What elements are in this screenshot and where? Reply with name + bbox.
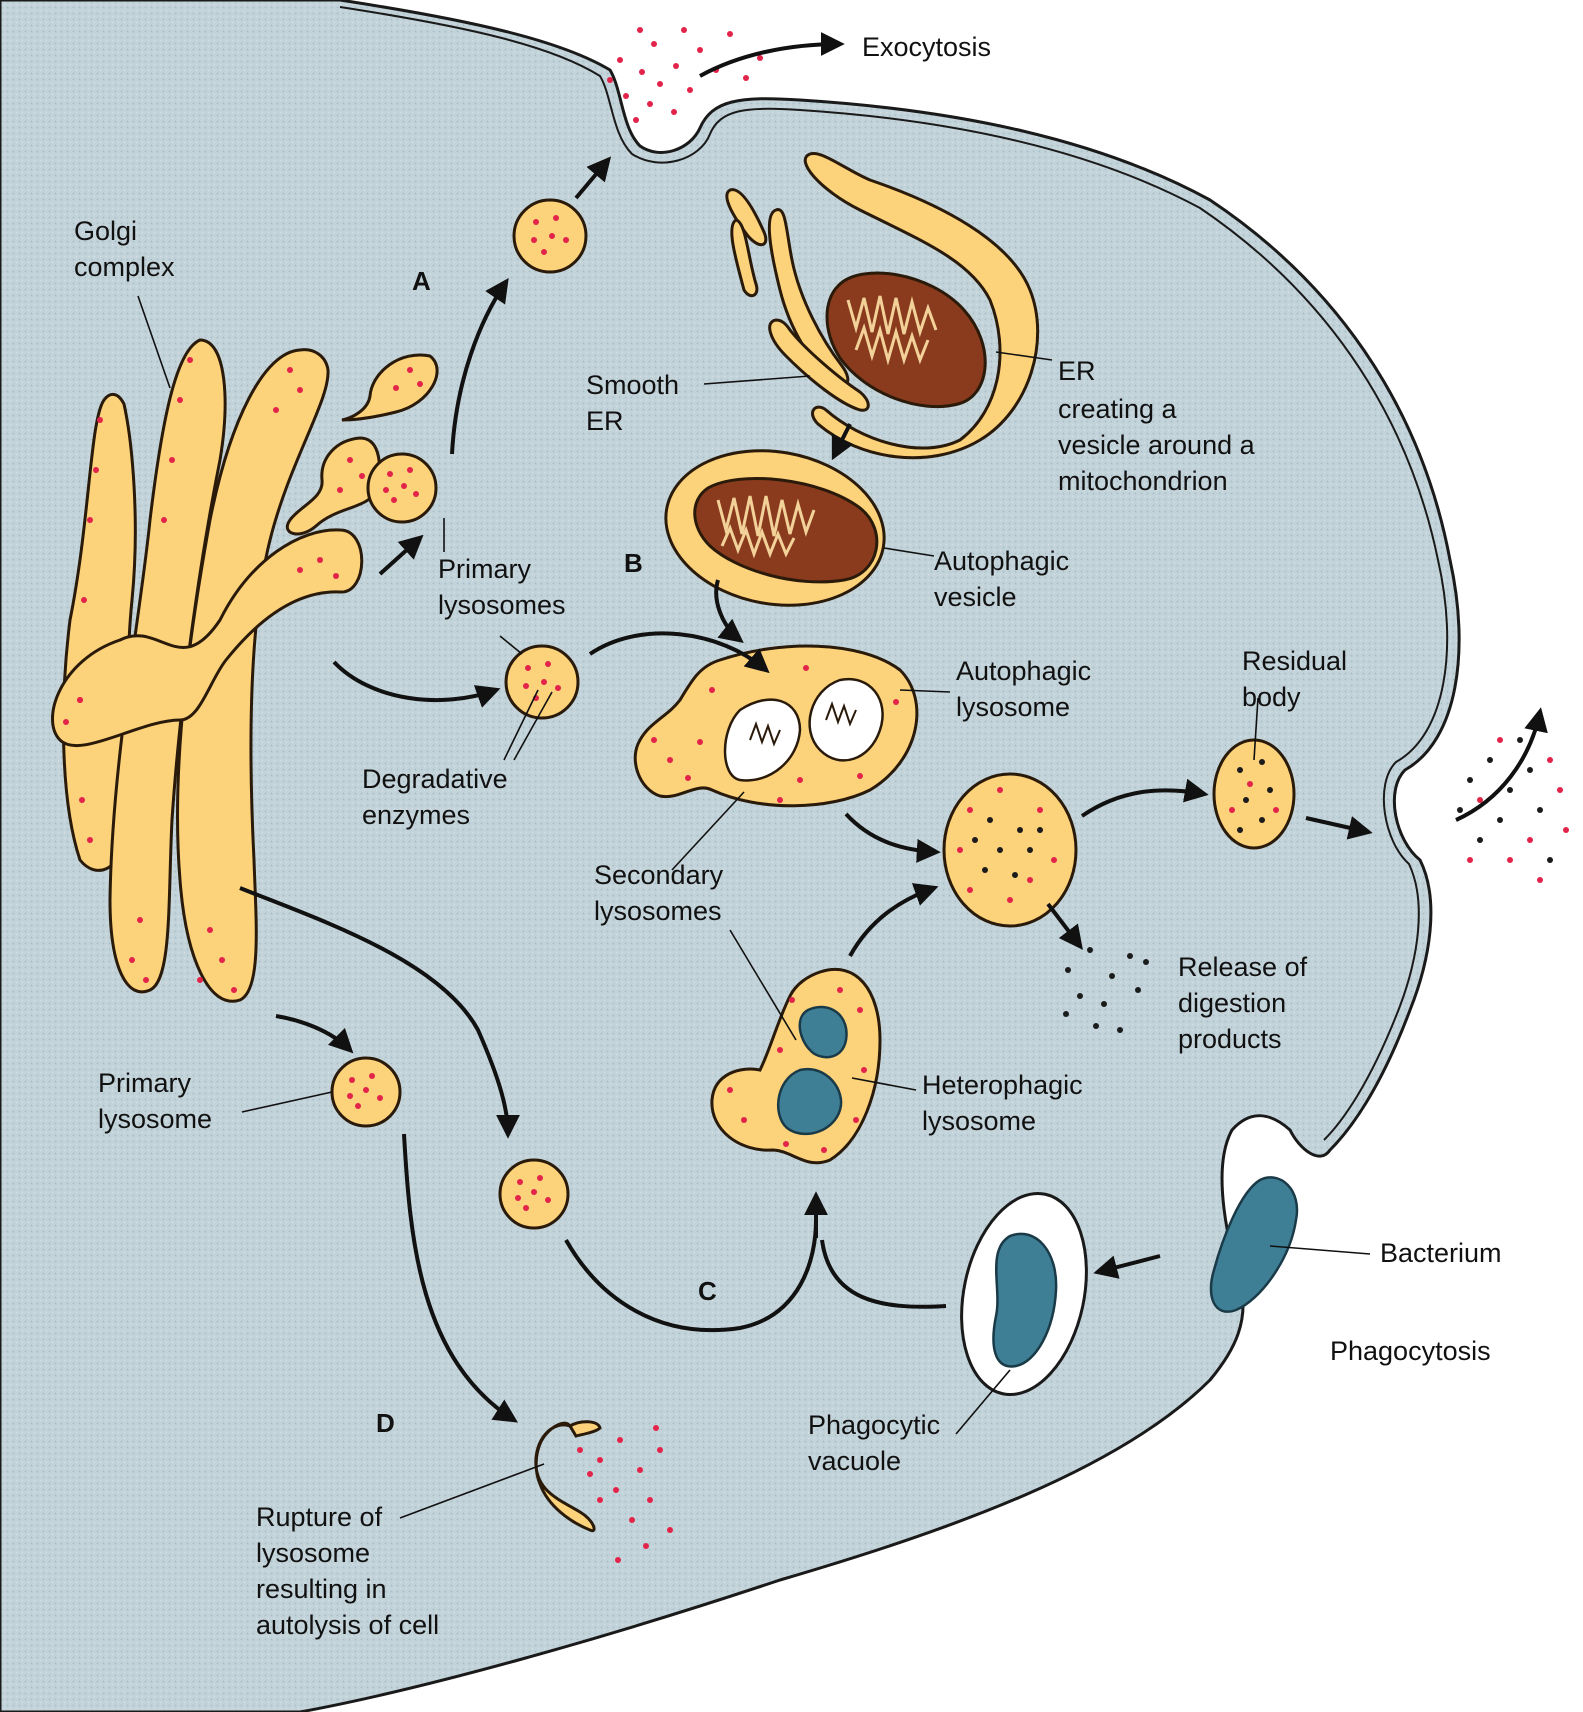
pathway-letter-a: A	[412, 266, 431, 296]
label-rupture-line1: Rupture of	[256, 1502, 383, 1532]
lysosome-bottom-center	[500, 1160, 568, 1228]
label-rupture-line3: resulting in	[256, 1574, 387, 1604]
label-primary-lysosomes-line1: Primary	[438, 554, 531, 584]
label-primary-lysosome-line1: Primary	[98, 1068, 191, 1098]
label-phagocytosis: Phagocytosis	[1330, 1336, 1491, 1366]
label-exocytosis: Exocytosis	[862, 32, 991, 62]
label-degradative-enzymes-line2: enzymes	[362, 800, 470, 830]
label-release-line2: digestion	[1178, 988, 1286, 1018]
label-release-line3: products	[1178, 1024, 1282, 1054]
lysosome-near-golgi	[368, 454, 436, 522]
label-er-vesicle-line4: mitochondrion	[1058, 466, 1228, 496]
label-phagocytic-vacuole-line1: Phagocytic	[808, 1410, 940, 1440]
pathway-letter-d: D	[376, 1408, 395, 1438]
label-bacterium: Bacterium	[1380, 1238, 1502, 1268]
label-smooth-er-line1: Smooth	[586, 370, 679, 400]
label-autophagic-vesicle-line1: Autophagic	[934, 546, 1069, 576]
label-residual-body-line1: Residual	[1242, 646, 1347, 676]
primary-lysosome-left	[332, 1058, 400, 1126]
label-degradative-enzymes-line1: Degradative	[362, 764, 508, 794]
lysosome-degradative	[506, 646, 578, 718]
label-rupture-line2: lysosome	[256, 1538, 370, 1568]
label-autophagic-lysosome-line1: Autophagic	[956, 656, 1091, 686]
pathway-letter-b: B	[624, 548, 643, 578]
label-heterophagic-lysosome-line1: Heterophagic	[922, 1070, 1083, 1100]
label-er-vesicle-line2: creating a	[1058, 394, 1178, 424]
label-golgi-complex-line1: Golgi	[74, 216, 137, 246]
label-autophagic-vesicle-line2: vesicle	[934, 582, 1017, 612]
label-secondary-lysosomes-line2: lysosomes	[594, 896, 722, 926]
label-primary-lysosomes-line2: lysosomes	[438, 590, 566, 620]
label-er-vesicle-line3: vesicle around a	[1058, 430, 1256, 460]
label-residual-body-line2: body	[1242, 682, 1301, 712]
label-primary-lysosome-line2: lysosome	[98, 1104, 212, 1134]
label-release-line1: Release of	[1178, 952, 1308, 982]
label-phagocytic-vacuole-line2: vacuole	[808, 1446, 901, 1476]
label-rupture-line4: autolysis of cell	[256, 1610, 439, 1640]
label-golgi-complex-line2: complex	[74, 252, 175, 282]
residual-exocytosis	[1456, 712, 1569, 883]
label-heterophagic-lysosome-line2: lysosome	[922, 1106, 1036, 1136]
label-er-vesicle-line1: ER	[1058, 356, 1096, 386]
label-secondary-lysosomes-line1: Secondary	[594, 860, 724, 890]
secondary-lysosome-digesting	[944, 774, 1076, 926]
label-autophagic-lysosome-line2: lysosome	[956, 692, 1070, 722]
label-smooth-er-line2: ER	[586, 406, 624, 436]
lysosome-to-exocytosis	[514, 200, 586, 272]
pathway-letter-c: C	[698, 1276, 717, 1306]
